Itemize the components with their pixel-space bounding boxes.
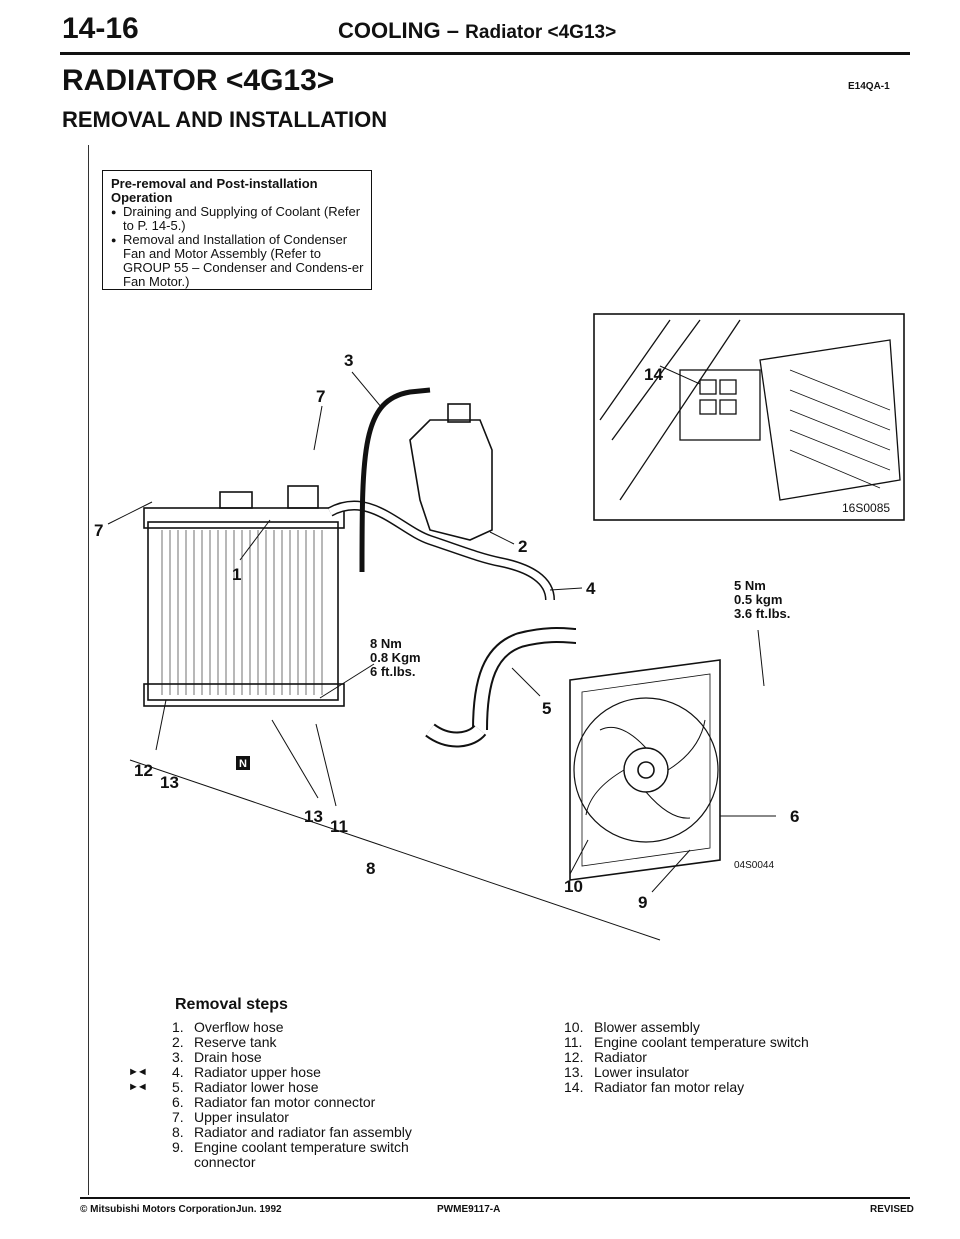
callout-9: 9 (638, 893, 647, 912)
footer-rule (80, 1197, 910, 1199)
removal-step: ►◄4.Radiator upper hose (128, 1064, 321, 1080)
header-chapter-sub: Radiator <4G13> (465, 22, 617, 43)
callout-7: 7 (316, 387, 325, 406)
callout-6: 6 (790, 807, 799, 826)
subsection-title: REMOVAL AND INSTALLATION (62, 107, 388, 132)
section-title: RADIATOR <4G13> (62, 64, 335, 97)
pre-removal-item: Removal and Installation of Condenser Fa… (111, 233, 367, 289)
header-title: COOLING – Radiator <4G13> (338, 18, 616, 44)
removal-step: 13.Lower insulator (564, 1064, 689, 1080)
callout-4: 4 (586, 579, 596, 598)
callout-14: 14 (644, 365, 663, 384)
header-rule (60, 52, 910, 55)
radiator-core (147, 521, 339, 701)
callout-5: 5 (542, 699, 551, 718)
removal-step: 2.Reserve tank (172, 1034, 277, 1050)
removal-step: 14.Radiator fan motor relay (564, 1079, 745, 1095)
callout-3: 3 (344, 351, 353, 370)
header-separator: – (446, 18, 460, 43)
margin-rule (88, 145, 89, 1195)
callout-2: 2 (518, 537, 527, 556)
pre-removal-heading: Pre-removal and Post-installation Operat… (111, 176, 318, 205)
inset-figure-code: 16S0085 (842, 501, 890, 515)
removal-step: ►◄5.Radiator lower hose (128, 1079, 319, 1095)
inset-diagram (593, 313, 905, 521)
footer-date: Jun. 1992 (236, 1204, 282, 1215)
removal-steps-heading: Removal steps (175, 996, 288, 1013)
n-badge-label: N (239, 758, 247, 770)
removal-step: 7.Upper insulator (172, 1109, 289, 1125)
removal-step: 11.Engine coolant temperature switch (564, 1034, 809, 1050)
callout-7: 7 (94, 521, 103, 540)
removal-step: 3.Drain hose (172, 1049, 262, 1065)
torque-fan-kgm: 0.5 kgm (734, 592, 782, 607)
section-code: E14QA-1 (848, 81, 890, 92)
pre-removal-box: Pre-removal and Post-installation Operat… (102, 170, 372, 290)
header-chapter: COOLING (338, 18, 441, 43)
removal-step: 10.Blower assembly (564, 1019, 700, 1035)
footer-doc-id: PWME9117-A (437, 1204, 501, 1215)
n-badge (236, 756, 250, 770)
footer-status: REVISED (870, 1204, 914, 1215)
torque-main-ftlbs: 6 ft.lbs. (370, 664, 416, 679)
callout-1: 1 (232, 565, 241, 584)
callout-8: 8 (366, 859, 375, 878)
torque-main-kgm: 0.8 Kgm (370, 650, 421, 665)
callout-10: 10 (564, 877, 583, 896)
callout-12: 12 (134, 761, 153, 780)
callout-13: 13 (160, 773, 179, 792)
service-point-mark: ►◄ (128, 1081, 148, 1093)
main-figure-code: 04S0044 (734, 860, 774, 871)
removal-step: 9.Engine coolant temperature switch conn… (172, 1139, 409, 1170)
torque-fan-nm: 5 Nm (734, 578, 766, 593)
removal-steps-right: 10.Blower assembly 11.Engine coolant tem… (564, 1020, 864, 1095)
torque-fan-ftlbs: 3.6 ft.lbs. (734, 606, 790, 621)
radiator-exploded-diagram: 3 7 7 1 2 4 5 6 12 13 13 11 8 10 9 14 8 … (94, 313, 905, 941)
removal-step: 1.Overflow hose (172, 1019, 284, 1035)
callout-11: 11 (330, 817, 348, 836)
pre-removal-item: Draining and Supplying of Coolant (Refer… (111, 205, 367, 233)
page-number: 14-16 (62, 12, 139, 45)
removal-steps-left: 1.Overflow hose 2.Reserve tank 3.Drain h… (128, 1019, 472, 1170)
removal-step: 8.Radiator and radiator fan assembly (172, 1124, 412, 1140)
callout-13: 13 (304, 807, 323, 826)
removal-step: 12.Radiator (564, 1049, 647, 1065)
footer-copyright: © Mitsubishi Motors Corporation (80, 1204, 236, 1215)
torque-main-nm: 8 Nm (370, 636, 402, 651)
removal-step: 6.Radiator fan motor connector (172, 1094, 376, 1110)
service-point-mark: ►◄ (128, 1066, 148, 1078)
